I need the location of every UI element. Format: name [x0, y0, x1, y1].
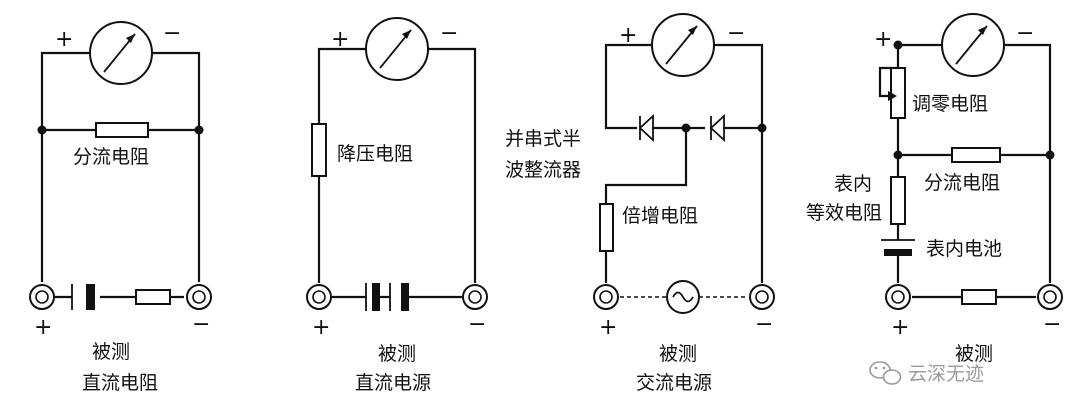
caption-line2: 直流电阻 — [82, 372, 158, 394]
terminal-minus — [1037, 284, 1063, 310]
dropping-label: 降压电阻 — [337, 143, 413, 165]
junction-top — [893, 40, 903, 50]
caption-line1: 被测 — [378, 343, 416, 365]
test-resistor — [961, 289, 997, 305]
junction-right — [194, 125, 204, 135]
internal-resistor-label-line1: 表内 — [834, 173, 872, 195]
junction-left — [37, 125, 47, 135]
zero-adjust-label: 调零电阻 — [912, 93, 988, 115]
terminal-minus — [462, 284, 488, 310]
minus-bottom: − — [192, 312, 210, 337]
terminal-plus — [306, 284, 332, 310]
ac-source — [666, 280, 700, 314]
meter-4 — [941, 13, 1005, 77]
caption-line2: 直流电源 — [355, 372, 431, 394]
circuit-4: + − 调零电阻 分流电阻 表内 等效电阻 表内电池 + − 被测 — [806, 13, 1063, 365]
circuit-1: + − 分流电阻 + − 被测 直流电阻 — [29, 21, 212, 394]
circuit-2: + − 降压电阻 + − 被测 直流电源 — [306, 17, 488, 394]
zero-adjust-arrow — [888, 91, 897, 101]
internal-battery — [881, 239, 915, 256]
minus-top: − — [727, 21, 745, 46]
wechat-icon — [869, 361, 902, 385]
terminal-plus — [593, 284, 619, 310]
meter-2 — [365, 17, 429, 81]
terminal-plus — [885, 284, 911, 310]
zero-adjust-resistor — [890, 67, 906, 119]
watermark-text: 云深无迹 — [908, 363, 984, 385]
plus-top: + — [619, 23, 637, 48]
caption-line1: 被测 — [659, 343, 697, 365]
shunt-label: 分流电阻 — [73, 146, 149, 168]
shunt-label: 分流电阻 — [924, 172, 1000, 194]
minus-top: − — [163, 21, 181, 46]
rectifier-label-line1: 并串式半 — [505, 128, 581, 150]
shunt-resistor — [95, 122, 149, 138]
plus-bottom: + — [312, 315, 330, 340]
plus-top: + — [55, 27, 73, 52]
minus-top: − — [1016, 21, 1034, 46]
junction-right — [757, 123, 767, 133]
minus-bottom: − — [1043, 312, 1061, 337]
internal-resistor-label-line2: 等效电阻 — [806, 202, 882, 224]
watermark: 云深无迹 — [869, 361, 984, 385]
multiplier-resistor — [599, 203, 614, 252]
plus-bottom: + — [891, 315, 909, 340]
minus-bottom: − — [468, 312, 486, 337]
diode-2 — [709, 113, 725, 143]
battery-2 — [365, 283, 409, 311]
junction-right — [1045, 150, 1055, 160]
meter-3 — [651, 13, 715, 77]
caption-line2: 交流电源 — [636, 372, 712, 394]
junction-left — [893, 150, 903, 160]
dropping-resistor — [311, 123, 327, 177]
meter-1 — [89, 21, 153, 85]
shunt-resistor — [951, 147, 1001, 163]
caption-line1: 被测 — [955, 343, 993, 365]
plus-bottom: + — [34, 315, 52, 340]
terminal-plus — [29, 284, 55, 310]
caption-line1: 被测 — [92, 341, 130, 363]
multiplier-label: 倍增电阻 — [622, 205, 698, 227]
terminal-minus — [186, 284, 212, 310]
minus-bottom: − — [755, 312, 773, 337]
battery-1 — [71, 284, 95, 310]
test-resistor — [135, 289, 171, 305]
plus-top: + — [331, 27, 349, 52]
diode-1 — [638, 113, 654, 143]
rectifier-label-line2: 波整流器 — [505, 159, 581, 181]
junction-mid — [681, 123, 691, 133]
minus-top: − — [440, 21, 458, 46]
plus-bottom: + — [599, 315, 617, 340]
battery-label: 表内电池 — [926, 238, 1002, 260]
internal-resistor — [890, 176, 906, 225]
circuit-3: + − 并串式半 波整流器 倍增电阻 + − 被测 交流电源 — [505, 13, 775, 394]
terminal-minus — [749, 284, 775, 310]
plus-top: + — [874, 27, 892, 52]
